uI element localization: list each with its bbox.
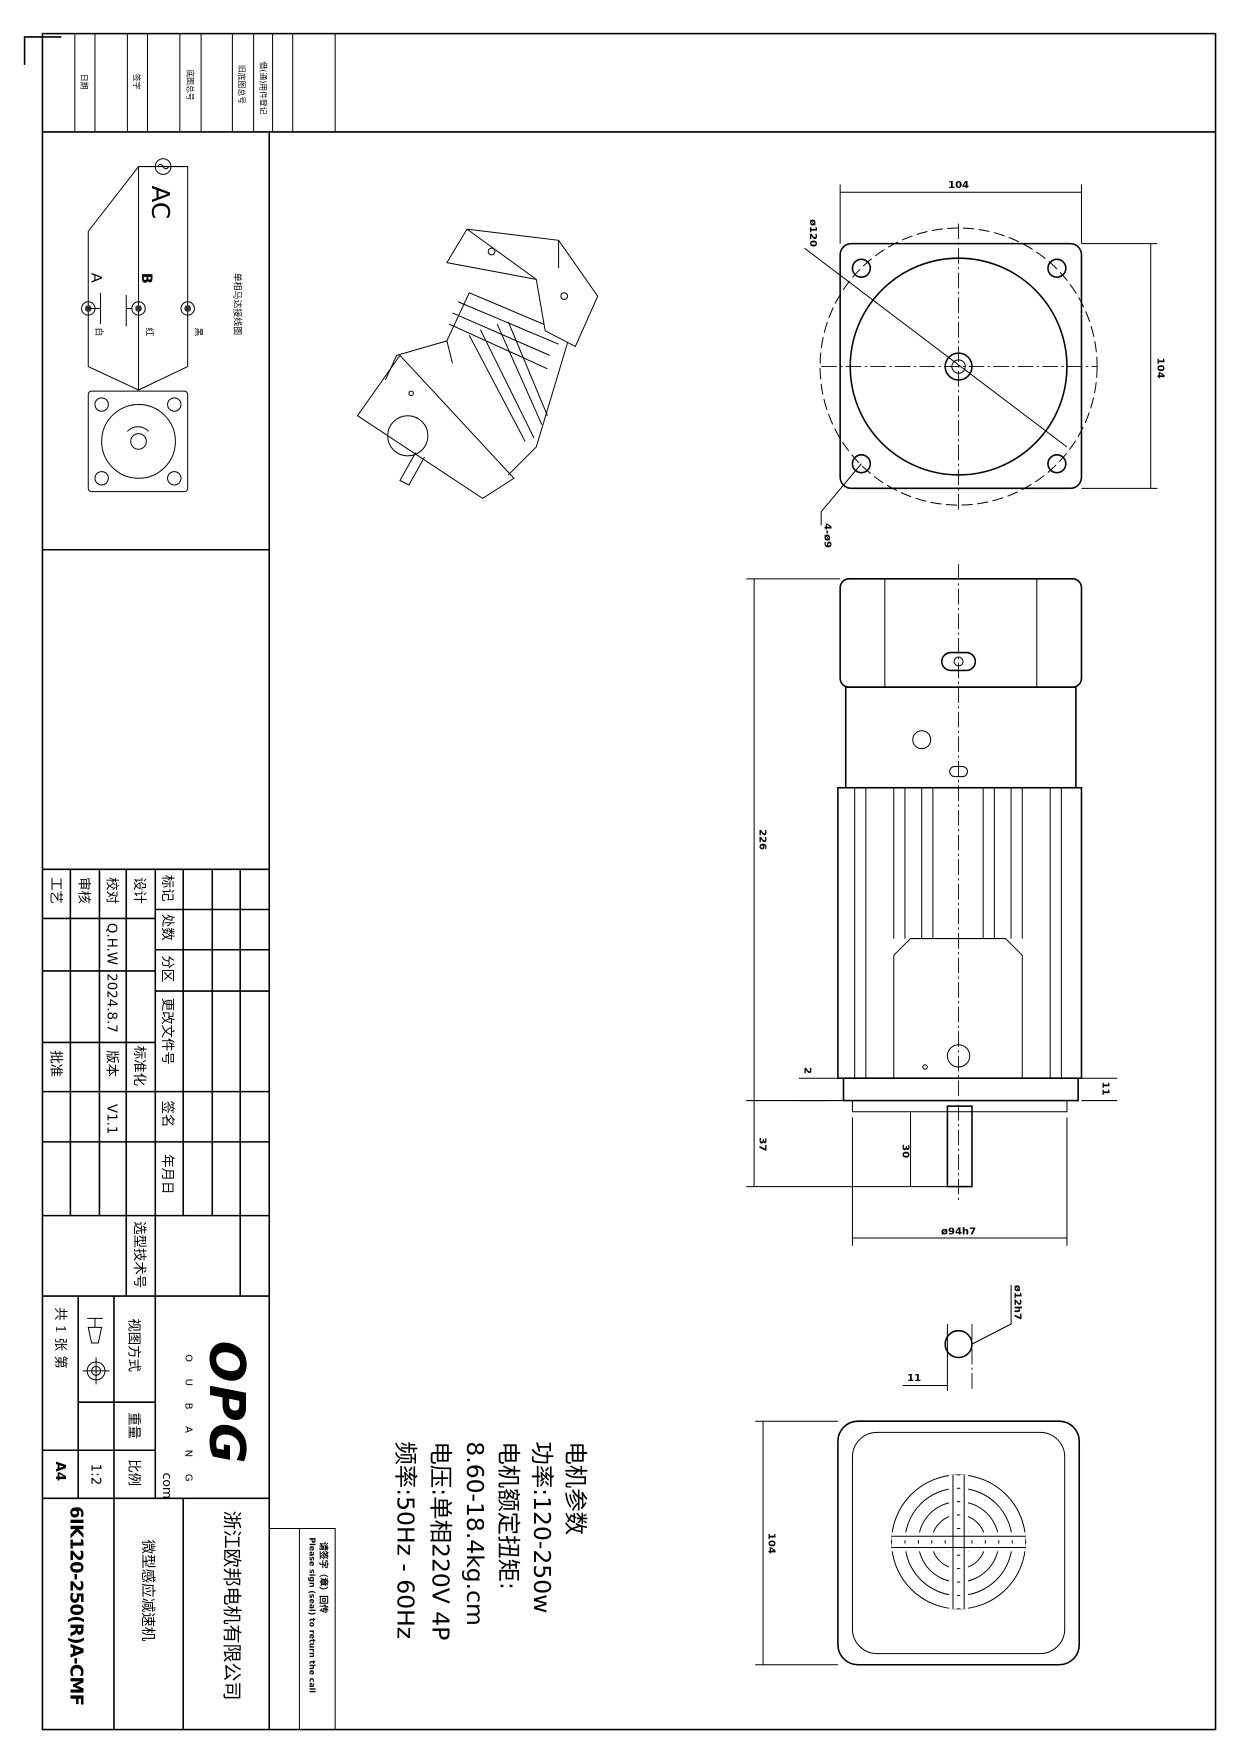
motor-rear-view: 104 [755, 1420, 1081, 1666]
dim-shaft-length: 37 [757, 1137, 768, 1151]
dim-flange-width: 104 [948, 180, 969, 191]
logo-text: OPG [198, 1341, 256, 1466]
terminal-black [180, 301, 195, 316]
label-selection-no: 选型技术号 [131, 1221, 147, 1288]
dim-shaft-key: 11 [907, 1373, 921, 1384]
product-name: 微型感应减速机 [139, 1540, 157, 1642]
top-strip: 日期 签字 底图总号 旧底图总号 借(通)用件登记 [74, 33, 336, 132]
logo-com: com [160, 1473, 174, 1499]
first-angle-projection-icon [82, 1317, 110, 1385]
flange-view: 104 104 ø120 4-ø9 [804, 180, 1165, 548]
motor-isometric-view [356, 228, 599, 499]
sheet-frame [23, 32, 1217, 1731]
label-weight: 重量 [126, 1412, 142, 1439]
version-value: V1.1 [103, 1104, 118, 1134]
wiring-a-label: A [88, 273, 104, 283]
params-frequency: 频率:50Hz - 60Hz [392, 1441, 420, 1639]
label-ymd: 年月日 [159, 1154, 175, 1194]
wiring-title: 单相马达接线图 [232, 273, 244, 336]
mount-hole [851, 454, 872, 474]
company-logo: OPG O U B A N G com [160, 1341, 256, 1499]
params-torque: 8.60-18.4kg.cm [461, 1441, 489, 1626]
dim-rear-width: 104 [766, 1533, 777, 1554]
ac-source-icon [154, 158, 172, 175]
label-version: 版本 [103, 1050, 119, 1077]
model-number: 6IK120-250(R)A-CMF [65, 1506, 86, 1705]
dim-pilot-diameter: ø94h7 [941, 1227, 976, 1238]
checker-name: Q.H.W [103, 923, 118, 965]
wiring-ac-label: AC [146, 186, 175, 220]
wiring-diagram: AC A B 白 红 黑 单相马达接线图 [42, 158, 270, 551]
label-sign: 签名 [159, 1101, 176, 1128]
label-approve: 批准 [47, 1050, 63, 1077]
company-name: 浙江欧邦电机有限公司 [221, 1511, 243, 1701]
top-strip-base-no: 底图总号 [186, 69, 196, 100]
dim-gap: 2 [801, 1067, 812, 1074]
wiring-b-label: B [138, 273, 154, 284]
wire-red-label: 红 [143, 327, 155, 336]
params-voltage: 电压:单相220V 4P [426, 1441, 454, 1640]
dim-key-length: 30 [900, 1144, 911, 1158]
title-block [42, 868, 270, 1730]
label-mark: 标记 [159, 875, 175, 902]
params-power: 功率:120-250w [528, 1441, 556, 1613]
params-title: 电机参数 [562, 1441, 590, 1535]
shaft-section-view: ø12h7 11 [902, 1284, 1022, 1392]
wire-black-label: 黑 [193, 327, 204, 336]
top-strip-date: 日期 [80, 74, 89, 90]
sheet-count: 共 1 张 第 [52, 1307, 69, 1368]
params-torque-label: 电机额定扭矩: [495, 1441, 523, 1590]
check-date: 2024.8.7 [103, 973, 118, 1033]
sign-return-en: Please sign (seal) to return the call [307, 1537, 316, 1693]
top-strip-register: 借(通)用件登记 [258, 62, 268, 115]
label-design: 设计 [131, 877, 147, 904]
sign-return-cn: 请签字（章）回传 [318, 1542, 330, 1613]
dim-length: 226 [757, 829, 768, 850]
motor-front-thumbnail [87, 390, 189, 493]
paper-size: A4 [52, 1461, 67, 1481]
label-scale: 比例 [126, 1459, 142, 1486]
label-review: 审核 [75, 877, 91, 904]
top-strip-signature: 签字 [132, 74, 142, 90]
signature-return-box: 请签字（章）回传 Please sign (seal) to return th… [269, 1527, 336, 1730]
top-strip-old-base-no: 旧底图总号 [237, 65, 247, 104]
title-block-text: 标记 处数 分区 更改文件号 签名 年月日 设计 标准化 选型技术号 校对 Q.… [47, 875, 256, 1705]
mount-hole [1047, 258, 1067, 278]
dim-pcd: ø120 [807, 219, 818, 247]
logo-subtext: O U B A N G [182, 1354, 193, 1488]
label-zone: 分区 [159, 955, 175, 982]
wire-white-label: 白 [93, 327, 105, 336]
dim-flange-height: 104 [1154, 358, 1165, 379]
motor-parameters: 电机参数 功率:120-250w 电机额定扭矩: 8.60-18.4kg.cm … [392, 1441, 590, 1640]
label-standardize: 标准化 [131, 1046, 147, 1086]
motor-side-view: 226 37 2 11 30 ø94h7 [746, 564, 1118, 1246]
label-process: 工艺 [47, 877, 63, 904]
label-change-doc: 更改文件号 [159, 998, 175, 1065]
label-count: 处数 [159, 914, 175, 941]
mount-hole [851, 258, 872, 278]
label-check: 校对 [103, 877, 120, 904]
mount-hole [1047, 454, 1067, 474]
label-view-method: 视图方式 [126, 1318, 142, 1372]
dim-shaft-diameter: ø12h7 [1011, 1285, 1022, 1320]
scale-value: 1:2 [88, 1464, 103, 1486]
dim-holes: 4-ø9 [822, 523, 833, 548]
dim-flange-thickness: 11 [1100, 1082, 1111, 1096]
